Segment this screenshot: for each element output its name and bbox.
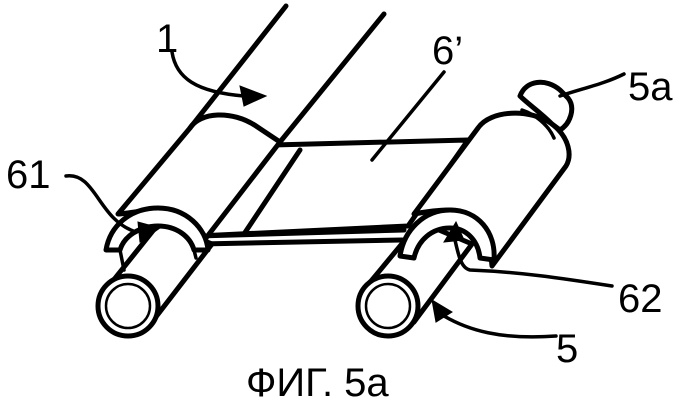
label-5: 5 — [556, 327, 578, 371]
figure-caption: ФИГ. 5a — [246, 361, 389, 405]
leader-5a — [560, 74, 624, 96]
left-sleeve-inner — [120, 250, 124, 270]
label-1: 1 — [156, 17, 178, 61]
leader-5 — [444, 316, 556, 337]
left-sleeve-inner-2 — [194, 250, 196, 258]
label-5a: 5a — [628, 65, 673, 109]
band-front-edge-lower — [200, 240, 402, 244]
label-62: 62 — [618, 277, 663, 321]
leader-1-arrowhead — [240, 86, 266, 106]
part-1-wire-left — [190, 6, 286, 128]
label-6-prime: 6’ — [432, 29, 463, 73]
part-1-wire-right — [280, 14, 384, 142]
label-61: 61 — [6, 153, 51, 197]
